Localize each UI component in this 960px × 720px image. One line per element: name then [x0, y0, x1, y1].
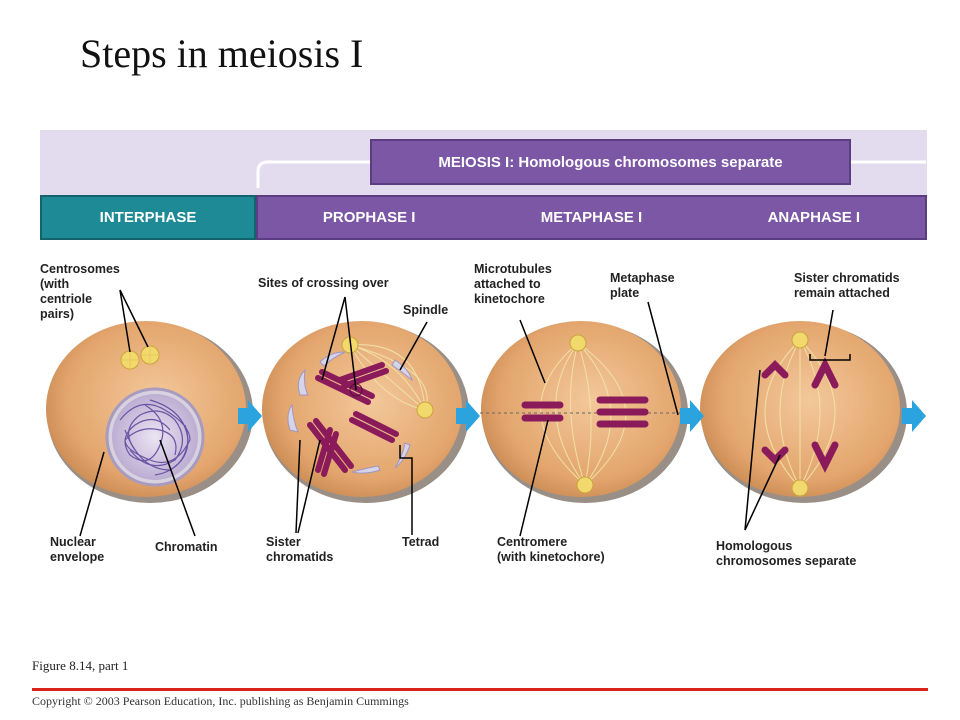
- label-nuclear-envelope: Nuclear envelope: [50, 535, 105, 564]
- phase-interphase: INTERPHASE: [40, 195, 256, 240]
- label-microtubules: Microtubules attached to kinetochore: [474, 262, 552, 306]
- chromatin: [119, 399, 191, 476]
- leader-lines: [79, 289, 851, 537]
- progress-arrows: [238, 400, 926, 432]
- label-centrosomes: Centrosomes (with centriole pairs): [40, 262, 120, 321]
- copyright-notice: Copyright © 2003 Pearson Education, Inc.…: [32, 694, 409, 708]
- meiosis-bracket-left: [256, 160, 370, 188]
- phase-metaphase: METAPHASE I: [540, 209, 643, 226]
- interphase-cell: [46, 321, 253, 503]
- label-centromere: Centromere (with kinetochore): [497, 535, 605, 564]
- label-spindle: Spindle: [403, 303, 449, 317]
- anaphase-cell: [700, 321, 907, 503]
- phase-prophase: PROPHASE I: [322, 209, 416, 226]
- prophase-cell: [262, 321, 469, 503]
- meiosis-header: MEIOSIS I: Homologous chromosomes separa…: [370, 139, 851, 185]
- slide-title: Steps in meiosis I: [80, 31, 364, 76]
- label-metaphase-plate: Metaphase plate: [610, 271, 675, 300]
- separating-chromosomes: [761, 357, 839, 473]
- figure-caption: Figure 8.14, part 1: [32, 658, 129, 673]
- label-sister-chromatids: Sister chromatids: [266, 535, 334, 564]
- spindle-fibers: [349, 344, 428, 411]
- label-crossing-over: Sites of crossing over: [258, 276, 389, 290]
- spindle-fibers: [764, 339, 836, 489]
- phase-bar: INTERPHASE PROPHASE I METAPHASE I ANAPHA…: [40, 195, 927, 240]
- label-sister-attached: Sister chromatids remain attached: [794, 271, 900, 300]
- label-chromatin: Chromatin: [155, 540, 218, 554]
- phase-anaphase: ANAPHASE I: [767, 209, 861, 226]
- meiosis-phases: PROPHASE I METAPHASE I ANAPHASE I: [256, 195, 927, 240]
- label-homologous-separate: Homologous chromosomes separate: [716, 539, 857, 568]
- footer-rule: [32, 688, 928, 691]
- metaphase-cell: [480, 321, 688, 503]
- label-tetrad: Tetrad: [402, 535, 440, 549]
- chromosomes: [307, 362, 399, 477]
- tetrad-chromosomes: [521, 396, 649, 428]
